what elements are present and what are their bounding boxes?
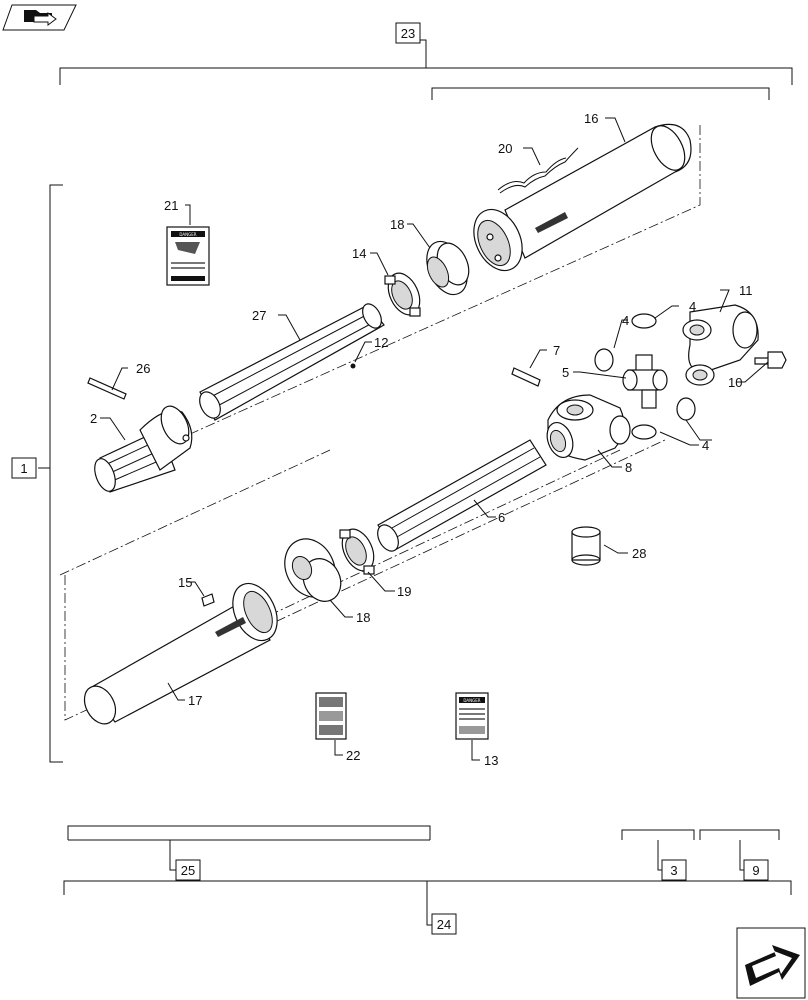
inner-tube-6 xyxy=(377,439,547,552)
leader-lines xyxy=(100,117,769,761)
callout-12: 12 xyxy=(374,335,388,350)
callout-4-left: 4 xyxy=(622,313,629,328)
callout-2: 2 xyxy=(90,411,97,426)
callout-18-upper: 18 xyxy=(390,217,404,232)
next-page-arrow-icon[interactable] xyxy=(736,927,806,999)
screw-12 xyxy=(350,363,356,369)
callout-21: 21 xyxy=(164,198,178,213)
box-label-24: 24 xyxy=(431,913,457,935)
callout-11: 11 xyxy=(739,283,753,298)
callout-27: 27 xyxy=(252,308,266,323)
tube-flange-16 xyxy=(473,208,523,272)
box-label-23: 23 xyxy=(395,22,421,44)
splined-yoke-2 xyxy=(94,405,193,493)
bearing-ring-19 xyxy=(339,528,375,575)
callout-16: 16 xyxy=(584,111,598,126)
danger-decal-21: DANGER xyxy=(166,226,210,286)
decal-22 xyxy=(315,692,347,740)
box-label-25: 25 xyxy=(175,859,201,881)
bolt-10 xyxy=(754,351,787,369)
callout-22: 22 xyxy=(346,748,360,763)
bushing-28 xyxy=(571,526,601,566)
callout-7: 7 xyxy=(553,343,560,358)
callout-26: 26 xyxy=(136,361,150,376)
callout-13: 13 xyxy=(484,753,498,768)
svg-text:DANGER: DANGER xyxy=(463,698,480,703)
callout-8: 8 xyxy=(625,460,632,475)
callout-10: 10 xyxy=(728,375,742,390)
danger-decal-13: DANGER xyxy=(455,692,489,740)
wire-20 xyxy=(497,147,579,194)
folder-arrow-icon[interactable] xyxy=(2,4,77,31)
box-label-9: 9 xyxy=(743,859,769,881)
callout-20: 20 xyxy=(498,141,512,156)
svg-text:DANGER: DANGER xyxy=(179,232,196,237)
pin-26 xyxy=(87,377,127,400)
callout-6: 6 xyxy=(498,510,505,525)
assembly-brackets xyxy=(38,39,793,926)
shield-cone-18-lower xyxy=(284,538,342,602)
boxed-reference-labels: 23 1 25 3 9 24 xyxy=(11,22,769,935)
svg-text:24: 24 xyxy=(437,917,451,932)
svg-text:9: 9 xyxy=(752,863,759,878)
shield-cone-18-upper xyxy=(426,240,470,296)
box-label-3: 3 xyxy=(661,859,687,881)
outer-tube-17 xyxy=(83,582,278,725)
callout-17: 17 xyxy=(188,693,202,708)
callout-18-lower: 18 xyxy=(356,610,370,625)
outer-tube-16 xyxy=(504,123,692,259)
callout-5: 5 xyxy=(562,365,569,380)
circlips-4 xyxy=(594,313,696,440)
screw-15 xyxy=(201,593,215,607)
pin-7 xyxy=(511,367,541,387)
svg-text:25: 25 xyxy=(181,863,195,878)
cross-journal-5 xyxy=(622,354,668,409)
box-label-1: 1 xyxy=(11,457,37,479)
yoke-8 xyxy=(546,394,631,461)
callout-28: 28 xyxy=(632,546,646,561)
yoke-11 xyxy=(682,304,759,386)
callout-4-bottom: 4 xyxy=(702,438,709,453)
svg-text:23: 23 xyxy=(401,26,415,41)
svg-text:1: 1 xyxy=(20,461,27,476)
callout-numbers: 16 20 21 18 14 27 12 26 2 7 4 4 5 11 10 … xyxy=(90,111,753,768)
callout-4-top: 4 xyxy=(689,299,696,314)
callout-15: 15 xyxy=(178,575,192,590)
svg-text:3: 3 xyxy=(670,863,677,878)
bearing-ring-14 xyxy=(384,272,421,317)
callout-14: 14 xyxy=(352,246,366,261)
inner-tube-27 xyxy=(199,303,385,421)
callout-19: 19 xyxy=(397,584,411,599)
